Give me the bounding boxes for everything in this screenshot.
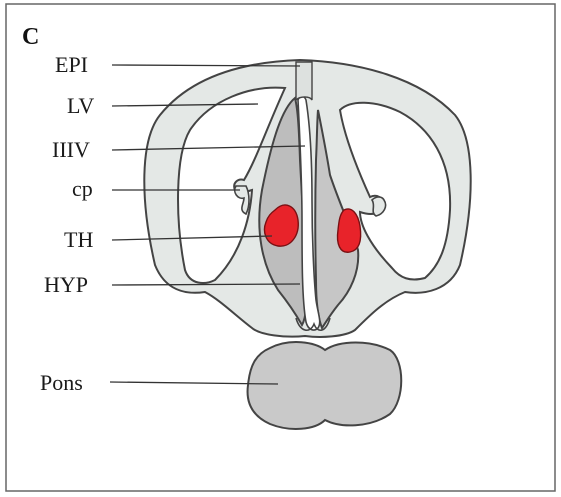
label-iiiv: IIIV xyxy=(52,137,90,162)
epithalamus xyxy=(296,62,312,100)
right-thalamus-highlight xyxy=(338,209,361,252)
label-hyp: HYP xyxy=(44,272,88,297)
label-th: TH xyxy=(64,227,93,252)
pons xyxy=(248,342,402,429)
label-pons: Pons xyxy=(40,370,83,395)
panel-letter: C xyxy=(22,24,39,50)
label-epi: EPI xyxy=(55,52,88,77)
label-lv: LV xyxy=(67,93,94,118)
label-cp: cp xyxy=(72,176,93,201)
